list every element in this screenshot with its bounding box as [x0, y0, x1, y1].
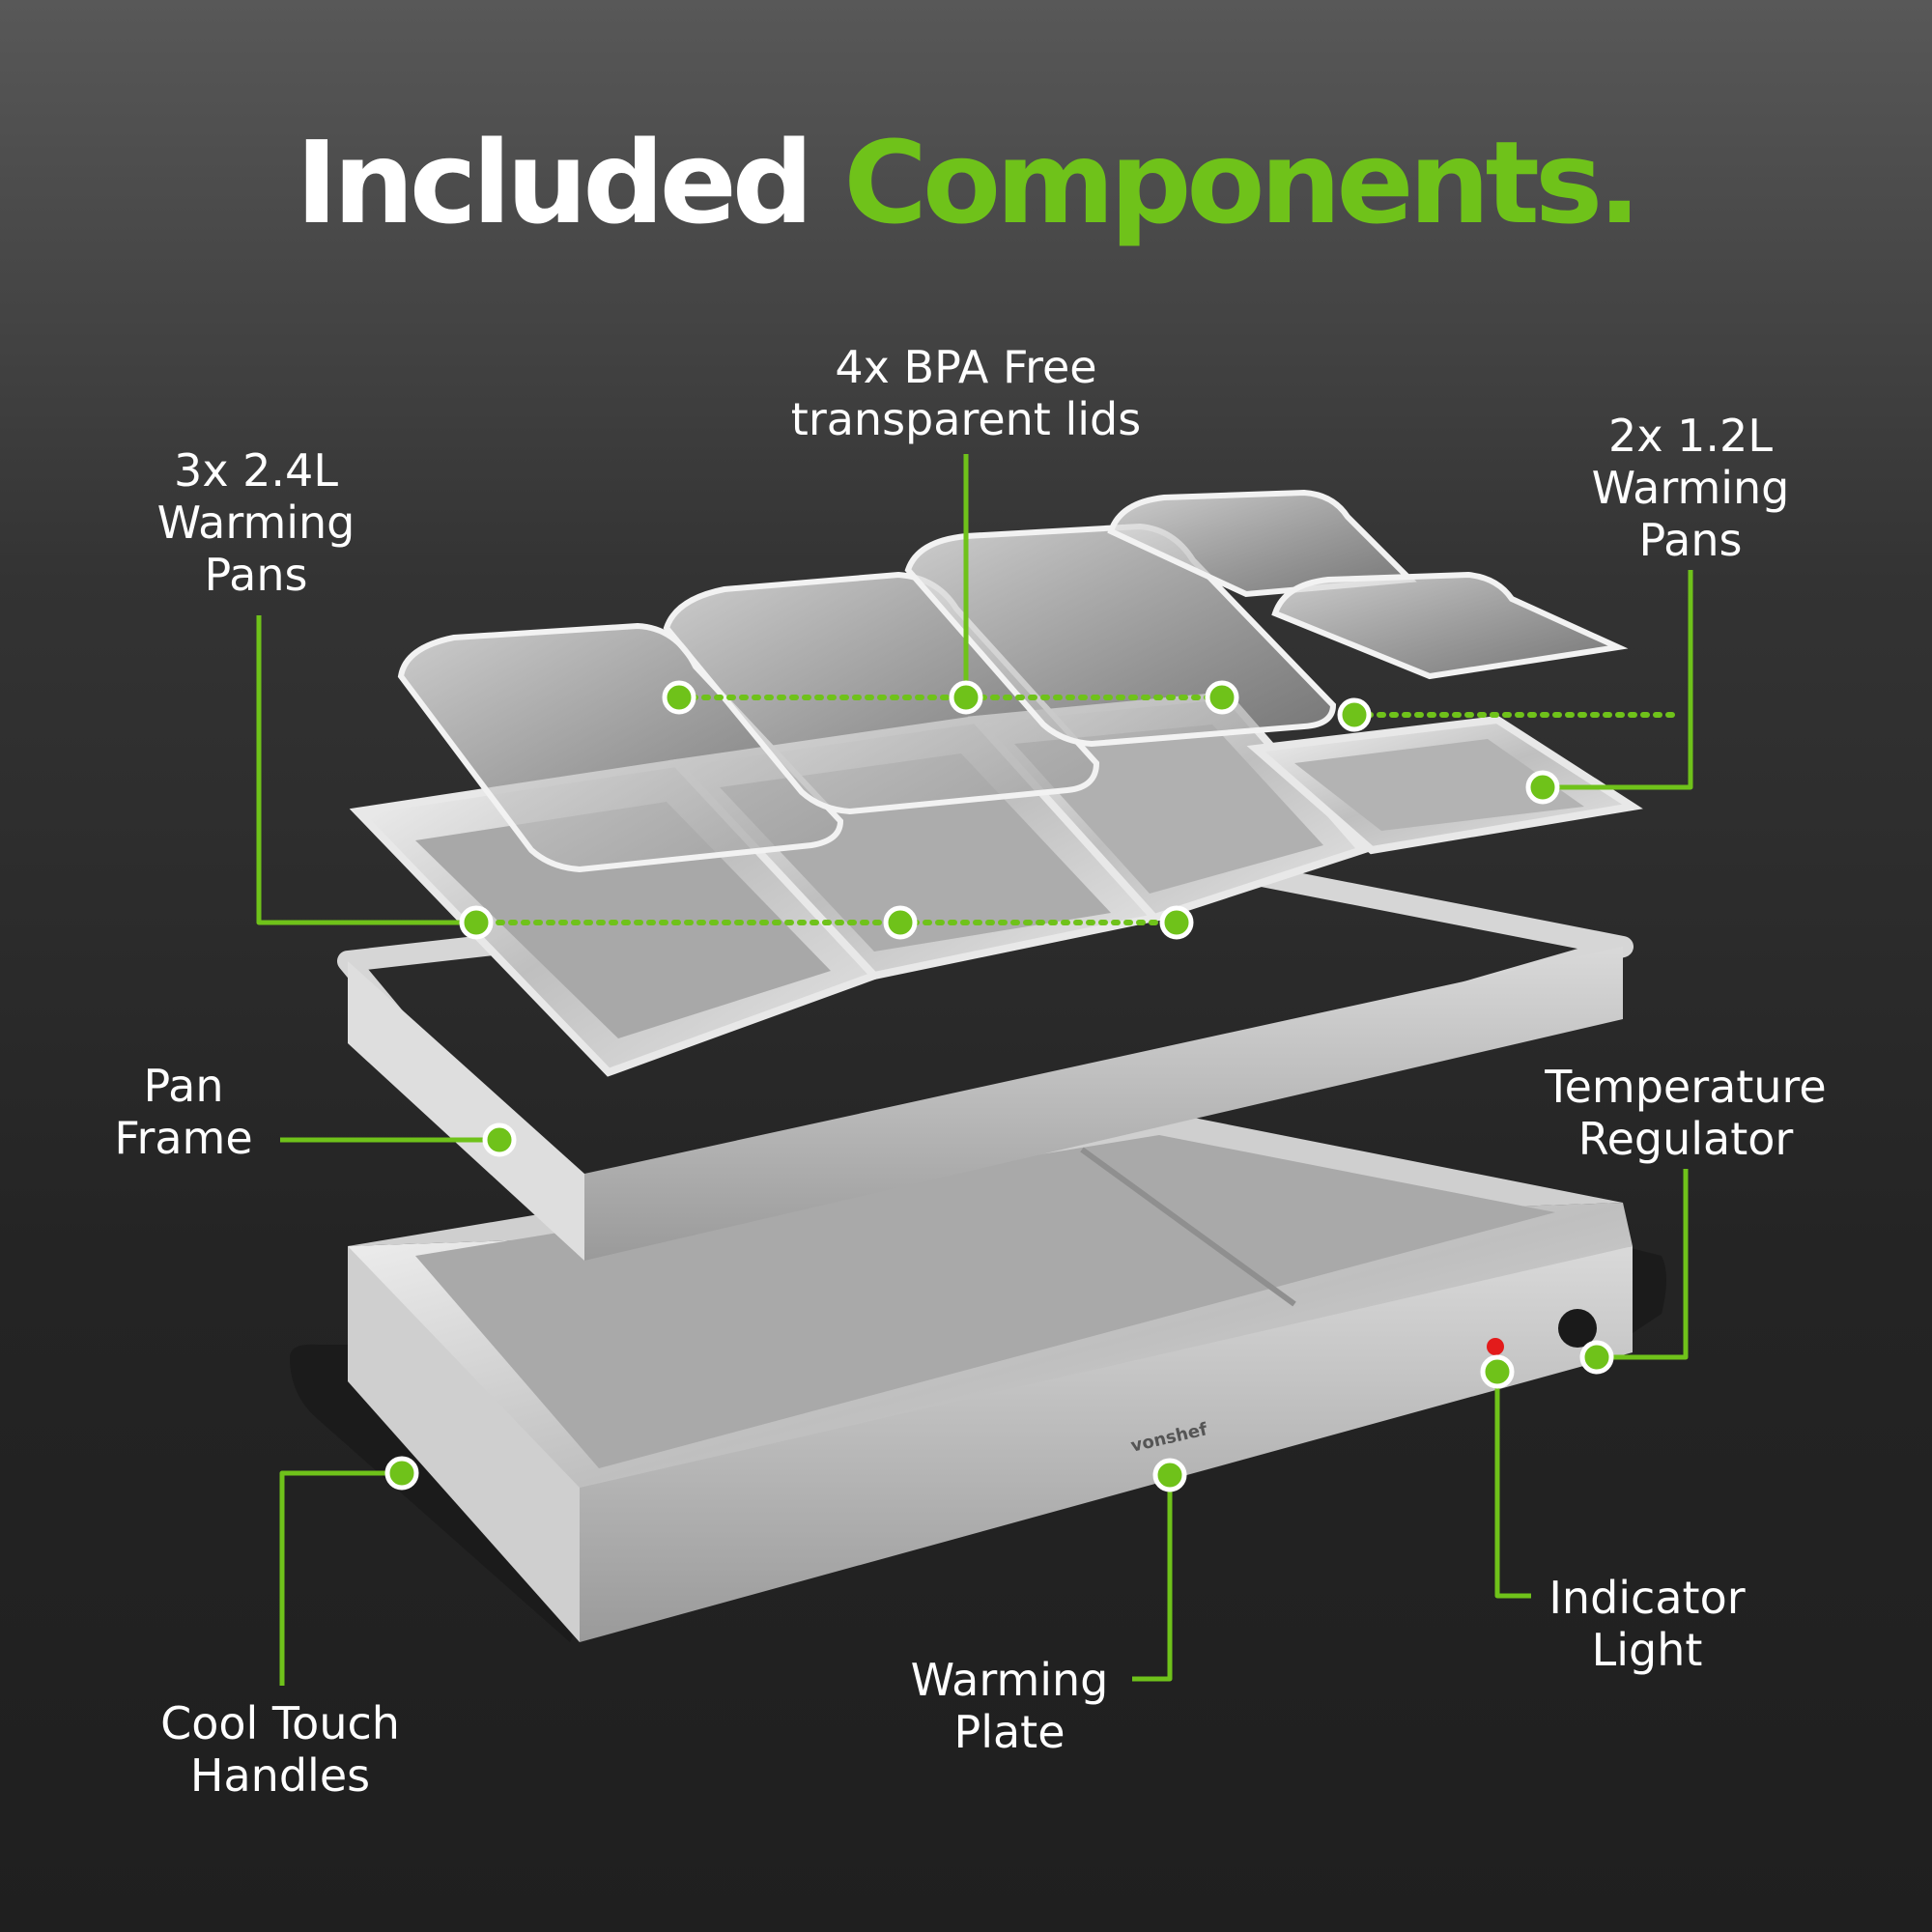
label-temperature-regulator: Temperature Regulator: [1545, 1061, 1827, 1165]
label-handles: Cool Touch Handles: [160, 1697, 400, 1802]
dot-pan-frame: [482, 1122, 517, 1157]
dot-small-pan: [1525, 770, 1560, 805]
dot-indicator-light: [1480, 1354, 1515, 1389]
dot-handles: [384, 1456, 419, 1491]
label-large-pans: 3x 2.4L Warming Pans: [156, 444, 355, 601]
label-lids: 4x BPA Free transparent lids: [790, 341, 1142, 445]
transparent-lids: [397, 489, 1629, 873]
warming-plate: [348, 1111, 1633, 1642]
dot-lid-1: [662, 680, 696, 715]
dot-large-pan-2: [883, 905, 918, 940]
dot-lid-3: [1205, 680, 1239, 715]
label-warming-plate: Warming Plate: [910, 1654, 1109, 1758]
callout-lines: [256, 454, 1693, 1686]
dot-temp-regulator: [1579, 1340, 1614, 1375]
dot-warming-plate: [1152, 1458, 1187, 1492]
page-title: Included Components.: [0, 116, 1932, 249]
dot-lid-2: [949, 680, 983, 715]
callout-dots: [384, 680, 1614, 1492]
dot-lid-4: [1337, 697, 1372, 732]
label-small-pans: 2x 1.2L Warming Pans: [1591, 410, 1790, 566]
label-pan-frame: Pan Frame: [114, 1060, 253, 1164]
title-part-2: Components.: [843, 116, 1641, 249]
temperature-knob: [1558, 1309, 1597, 1348]
indicator-light-led: [1487, 1338, 1504, 1355]
dot-large-pan-3: [1159, 905, 1194, 940]
title-part-1: Included: [295, 116, 813, 249]
dot-large-pan-1: [459, 905, 494, 940]
label-indicator-light: Indicator Light: [1548, 1572, 1746, 1676]
